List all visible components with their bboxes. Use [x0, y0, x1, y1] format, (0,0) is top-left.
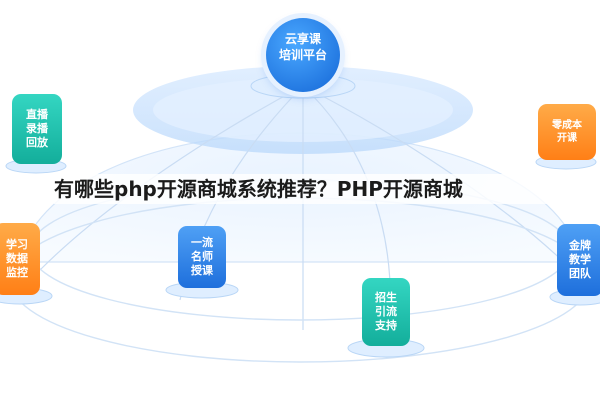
- node-live-replay: 直播 录播 回放: [12, 94, 62, 164]
- node-label: 引流: [375, 304, 397, 318]
- node-label: 教学: [569, 252, 591, 266]
- node-label: 数据: [6, 251, 28, 265]
- node-label: 支持: [375, 319, 397, 333]
- node-label: 金牌: [569, 238, 591, 252]
- node-label: 学习: [6, 237, 28, 251]
- hub-line2: 培训平台: [278, 47, 327, 62]
- node-label: 授课: [191, 264, 213, 278]
- node-zero-cost: 零成本 开课: [538, 104, 596, 160]
- node-top-teachers: 一流 名师 授课: [178, 226, 226, 288]
- node-label: 零成本: [552, 120, 582, 131]
- hub-line1: 云享课: [284, 32, 321, 46]
- node-learning-data: 学习 数据 监控: [0, 223, 40, 295]
- hub-node-yunxiangke: 云享课 培训平台: [266, 18, 340, 92]
- node-label: 名师: [191, 249, 213, 263]
- node-label: 录播: [26, 121, 48, 135]
- node-label: 回放: [26, 136, 48, 150]
- article-title: 有哪些php开源商城系统推荐？PHP开源商城: [54, 174, 564, 204]
- node-enrollment-support: 招生 引流 支持: [362, 278, 410, 346]
- node-label: 一流: [191, 235, 213, 249]
- node-label: 开课: [557, 133, 577, 144]
- node-label: 团队: [569, 267, 591, 281]
- node-gold-team: 金牌 教学 团队: [557, 224, 600, 296]
- node-label: 直播: [26, 107, 48, 121]
- node-label: 招生: [375, 290, 397, 304]
- node-label: 监控: [6, 266, 28, 280]
